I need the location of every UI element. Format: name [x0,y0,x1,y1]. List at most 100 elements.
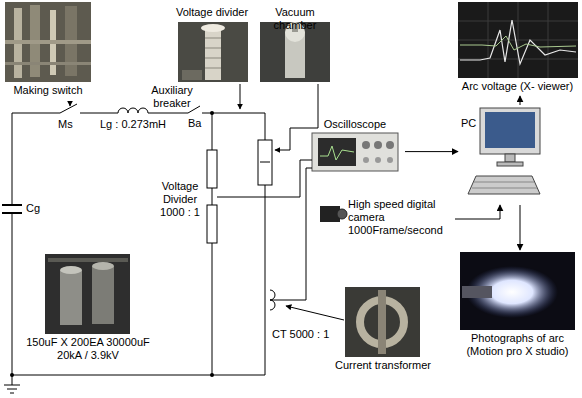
voltage-divider-photo [201,24,225,32]
pc-drawing [474,182,534,183]
voltage-divider-photo [178,22,248,82]
arc-voltage-screen [548,2,549,78]
photo-box: Vacuum chamber [256,6,334,84]
circuit-wiring [12,113,60,114]
camera-drawing [337,209,347,219]
capacitor-bank-photo [60,270,82,325]
connector-arrow [405,151,458,152]
voltage-divider-photo [182,70,202,80]
arc-voltage-screen [458,2,578,78]
arc-photo [460,252,575,330]
circuit-wiring [60,104,77,113]
label-holder: Cg [26,202,40,215]
pc-drawing [472,188,537,189]
oscilloscope-drawing [320,146,354,160]
junction-dot [10,373,14,377]
capacitor-bank-photo [92,266,114,324]
circuit-label: Ba [188,117,201,130]
circuit-label: Ms [58,118,73,131]
leader-arrow [286,306,344,320]
circuit-wiring [212,113,213,150]
voltage-divider-photo [205,68,221,69]
arc-voltage-screen [518,2,519,78]
node-text: Making switch [3,84,93,97]
pc-drawing [468,108,540,194]
circuit-wiring [2,204,22,206]
circuit-wiring [212,243,213,375]
circuit-wiring [148,113,188,114]
circuit-wiring [12,375,265,376]
circuit-wiring [118,108,148,113]
pc-drawing [480,108,540,154]
arc-photo [460,252,575,330]
oscilloscope-drawing [387,157,393,163]
instrument-box: Oscilloscope [305,118,405,174]
oscilloscope-drawing [363,157,369,163]
arc-photo [462,286,492,298]
voltage-divider-photo [205,58,221,59]
label-holder: CT 5000 : 1 [272,328,329,341]
capacitor-bank-photo [92,262,114,270]
node-text: PC [461,117,481,130]
connector-arrow [520,96,521,105]
capacitor-bank-photo [45,254,130,334]
oscilloscope-drawing [362,141,370,149]
junction-dot [210,111,214,115]
circuit-wiring [7,389,17,390]
pc-drawing [497,162,523,166]
node-text: Oscilloscope [305,118,405,131]
capacitor-box: 150uF X 200EA 30000uF 20kA / 3.9kV [22,252,154,364]
oscilloscope-drawing [386,141,394,149]
arc-voltage-screen [460,20,576,64]
making-switch-photo [5,40,91,44]
current-transformer-photo [378,290,386,354]
voltage-divider-photo [205,48,221,49]
oscilloscope-drawing [312,133,398,171]
making-switch-photo [5,2,91,82]
connector-arrow [455,205,500,219]
label-holder: Ms [58,118,73,131]
making-switch-photo [5,62,91,65]
circuit-wiring [80,113,118,114]
circuit-wiring [217,160,312,197]
circuit-wiring [207,205,217,243]
node-text: Voltage divider [172,6,252,19]
circuit-wiring [212,188,213,205]
oscilloscope-drawing [312,133,398,171]
circuit-wiring [12,213,13,385]
photo-box: Making switch [3,0,93,100]
circuit-wiring [306,168,312,300]
capacitor-bank-photo [60,266,82,274]
photo-box: Current transformer [330,285,436,383]
circuit-label: Lg : 0.273mH [100,118,166,131]
circuit-label: CT 5000 : 1 [272,328,329,341]
circuit-label: Voltage Divider 1000 : 1 [156,180,204,219]
circuit-wiring [258,140,272,185]
pc-drawing [485,112,535,148]
node-text: Arc voltage (X- viewer) [455,80,580,93]
oscilloscope-drawing [375,157,381,163]
leader-arrow [70,84,344,320]
node-text: 150uF X 200EA 30000uF 20kA / 3.9kV [22,336,154,362]
capacitor-bank-photo [45,254,130,334]
current-transformer-photo [345,287,420,357]
computer-box: PC [458,105,545,205]
voltage-divider-photo [178,22,248,82]
oscilloscope-drawing [374,141,382,149]
circuit-wiring [10,393,14,394]
camera-drawing [320,206,347,222]
camera-box: High speed digital camera 1000Frame/seco… [315,196,455,242]
circuit-wiring [265,113,266,140]
pc-drawing [468,176,540,194]
voltage-divider-photo [205,38,221,39]
current-transformer-photo [345,287,420,357]
circuit-wiring [260,162,270,163]
circuit-wiring [265,185,266,375]
circuit-wiring [2,104,312,393]
photo-box: Photographs of arc (Motion pro X studio) [455,250,580,378]
pc-drawing [505,154,515,162]
screen-box: Arc voltage (X- viewer) [455,0,580,96]
junction-dot [10,111,214,377]
node-text: Current transformer [330,359,436,372]
